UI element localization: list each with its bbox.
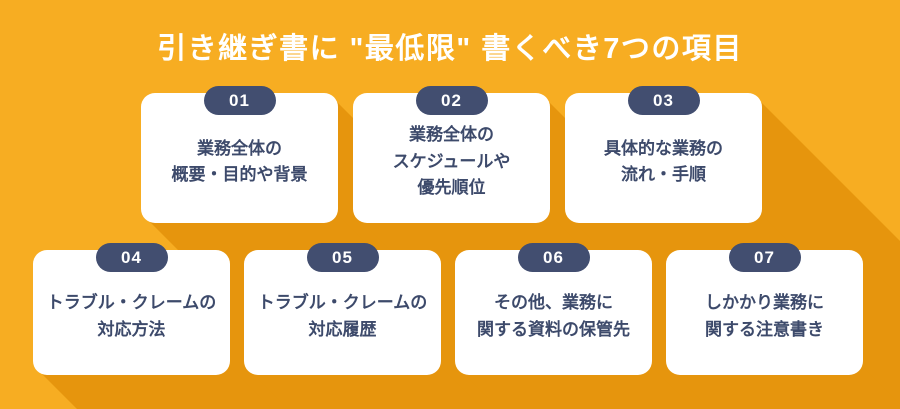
card-number-badge: 01 <box>203 86 276 115</box>
card-02: 02 業務全体の スケジュールや 優先順位 <box>353 86 550 223</box>
card-04: 04 トラブル・クレームの 対応方法 <box>33 243 230 375</box>
page-title: 引き継ぎ書に "最低限" 書くべき7つの項目 <box>157 33 743 65</box>
card-label: トラブル・クレームの 対応方法 <box>46 293 217 339</box>
card-01: 01 業務全体の 概要・目的や背景 <box>141 86 338 223</box>
card-label: トラブル・クレームの 対応履歴 <box>257 293 428 339</box>
card-05: 05 トラブル・クレームの 対応履歴 <box>244 243 441 375</box>
card-number-badge: 05 <box>306 243 379 272</box>
card-number-badge: 03 <box>627 86 700 115</box>
card-number-badge: 02 <box>415 86 488 115</box>
card-label: その他、業務に 関する資料の保管先 <box>477 293 630 339</box>
card-label: しかかり業務に 関する注意書き <box>705 293 824 339</box>
card-number-badge: 04 <box>95 243 168 272</box>
card-number-badge: 07 <box>728 243 801 272</box>
card-number-badge: 06 <box>517 243 590 272</box>
card-03: 03 具体的な業務の 流れ・手順 <box>565 86 762 223</box>
card-06: 06 その他、業務に 関する資料の保管先 <box>455 243 652 375</box>
card-label: 具体的な業務の 流れ・手順 <box>604 138 723 184</box>
card-07: 07 しかかり業務に 関する注意書き <box>666 243 863 375</box>
card-label: 業務全体の 概要・目的や背景 <box>171 138 308 184</box>
card-label: 業務全体の スケジュールや 優先順位 <box>392 125 511 198</box>
